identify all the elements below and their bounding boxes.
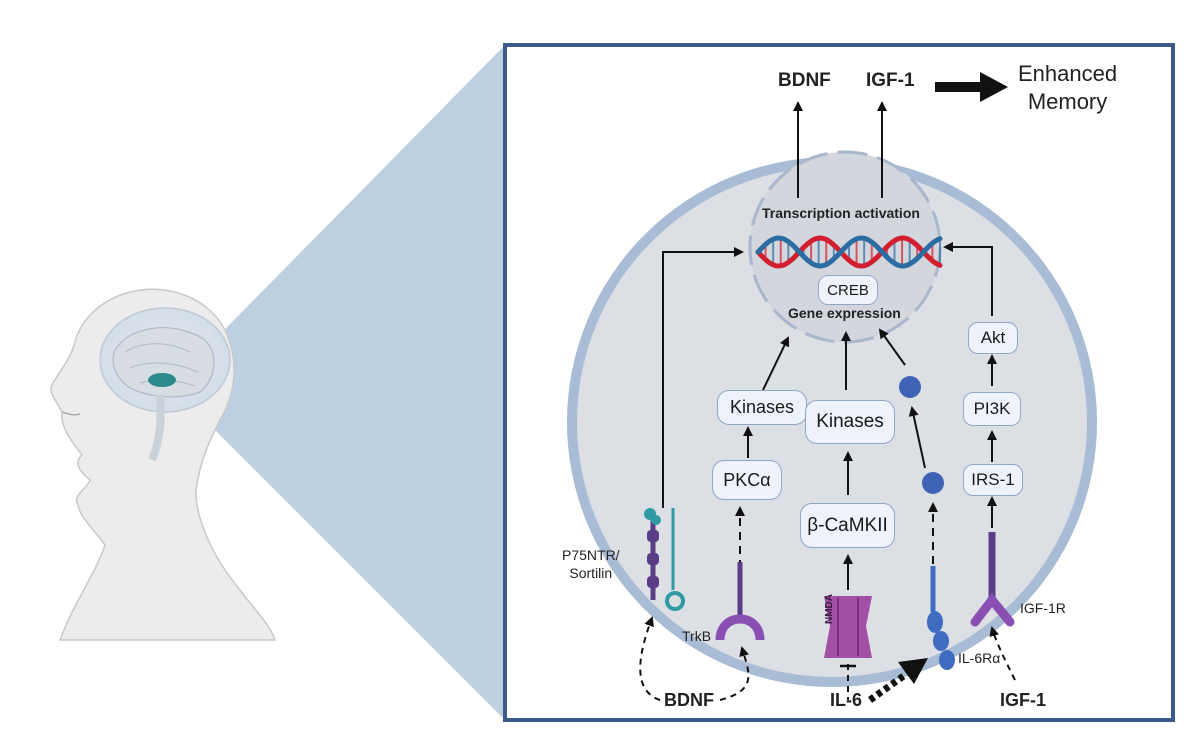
zoom-cone xyxy=(170,45,505,720)
ligand-arrows xyxy=(639,616,1016,703)
enhanced-memory-line1: Enhanced xyxy=(1018,61,1118,86)
p75-label-line1: P75NTR/ xyxy=(562,547,620,563)
enhanced-memory-arrow xyxy=(935,72,1008,102)
akt-arrow xyxy=(943,242,993,316)
p75-arrow xyxy=(662,247,744,508)
output-arrows xyxy=(793,101,887,198)
nmda-label: NMDA xyxy=(824,594,835,624)
enhanced-memory-label: Enhanced Memory xyxy=(1018,60,1117,116)
creb-box: CREB xyxy=(818,275,878,305)
camkii-box: β-CaMKII xyxy=(800,503,895,548)
ligand-bdnf-label: BDNF xyxy=(664,690,714,710)
pkc-box: PKCα xyxy=(712,460,782,500)
il6ra-label: IL-6Rα xyxy=(958,650,1001,666)
output-igf1-label: IGF-1 xyxy=(866,70,915,91)
head-illustration xyxy=(50,288,277,641)
output-bdnf-label: BDNF xyxy=(778,70,831,91)
igf1r-label: IGF-1R xyxy=(1020,600,1066,616)
p75ntr-sortilin-receptor xyxy=(644,508,685,611)
il6ra-receptor xyxy=(927,566,955,670)
kinases-mid-box: Kinases xyxy=(805,400,895,444)
p75-label-line2: Sortilin xyxy=(569,565,613,581)
enhanced-memory-line2: Memory xyxy=(1027,89,1108,114)
kinases-left-box: Kinases xyxy=(717,390,807,425)
trkb-receptor xyxy=(715,562,765,641)
p75-label: P75NTR/ Sortilin xyxy=(562,546,620,582)
dna-strand xyxy=(755,235,943,269)
pi3k-box: PI3K xyxy=(963,392,1021,426)
trkb-label: TrkB xyxy=(682,628,712,644)
igf1r-receptor xyxy=(970,532,1015,627)
transcription-activation-label: Transcription activation xyxy=(762,205,920,221)
dna-strand xyxy=(755,235,943,269)
pathway-arrows xyxy=(735,328,997,590)
akt-box: Akt xyxy=(968,322,1018,354)
dna-helix xyxy=(755,235,943,269)
signal-molecule-upper xyxy=(899,376,921,398)
signal-molecule-lower xyxy=(922,472,944,494)
ligand-igf1-label: IGF-1 xyxy=(1000,690,1047,710)
nmda-receptor xyxy=(824,596,872,700)
gene-expression-label: Gene expression xyxy=(788,305,901,321)
ligand-il6-label: IL-6 xyxy=(830,690,863,710)
irs1-box: IRS-1 xyxy=(963,464,1023,496)
